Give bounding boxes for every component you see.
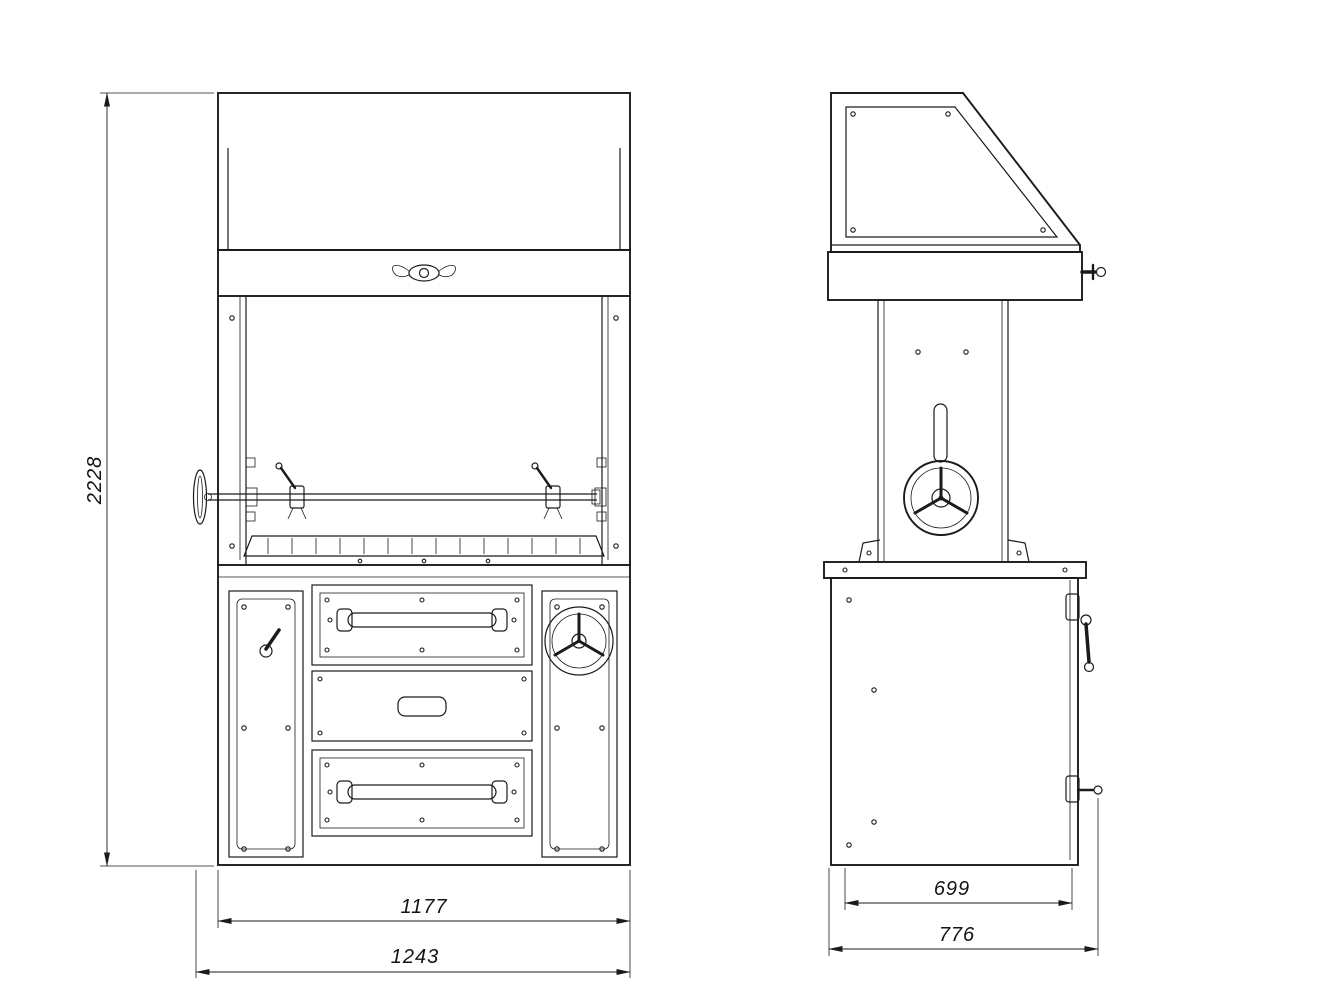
- crank-wheel-front: [192, 469, 212, 525]
- dim-side-depth-inner: 699: [934, 878, 970, 900]
- column-side: [858, 299, 1030, 563]
- cabinet-left-door: [228, 590, 304, 858]
- dim-overall-height: 2228: [84, 456, 106, 506]
- dim-front-width-overall: 1243: [391, 946, 440, 968]
- cabinet-right-panel: [541, 590, 618, 858]
- lower-pin-handle: [1076, 785, 1103, 795]
- drawer-bottom: [311, 749, 533, 837]
- adjustment-slot: [933, 403, 948, 463]
- hinge-top: [1065, 593, 1080, 621]
- rod-clamp-left: [275, 462, 307, 520]
- handwheel-front: [544, 606, 614, 676]
- drawer-bottom-handle: [327, 780, 517, 804]
- hood-side: [830, 92, 1081, 253]
- grate-front: [243, 535, 605, 564]
- drawer-top-handle: [327, 608, 517, 632]
- front-view: 2228 1177 1243: [84, 92, 631, 978]
- side-dimensions: 699 776: [828, 798, 1099, 956]
- front-dimensions: 2228 1177 1243: [84, 92, 631, 978]
- drawer-top: [311, 584, 533, 666]
- wing-nut-icon: [392, 264, 456, 282]
- dim-side-depth-overall: 776: [939, 924, 975, 946]
- dim-front-width-inner: 1177: [400, 896, 447, 918]
- panel-middle-handle: [397, 696, 447, 717]
- cabinet-side: [830, 577, 1103, 866]
- rod-clamp-right: [531, 462, 563, 520]
- counter-side: [823, 561, 1087, 579]
- cabinet-front: [217, 564, 631, 866]
- door-latch-handle: [259, 628, 281, 658]
- panel-middle: [311, 670, 533, 742]
- hood-front: [217, 92, 631, 251]
- door-lever-handle: [1080, 614, 1095, 673]
- grill-chamber-front: [192, 296, 631, 565]
- mantel-pin-handle: [1080, 263, 1107, 281]
- spit-rod: [208, 487, 607, 507]
- handwheel-side: [903, 460, 979, 536]
- mantel-front: [217, 249, 631, 297]
- mantel-side: [827, 251, 1107, 301]
- side-view: 699 776: [823, 92, 1107, 956]
